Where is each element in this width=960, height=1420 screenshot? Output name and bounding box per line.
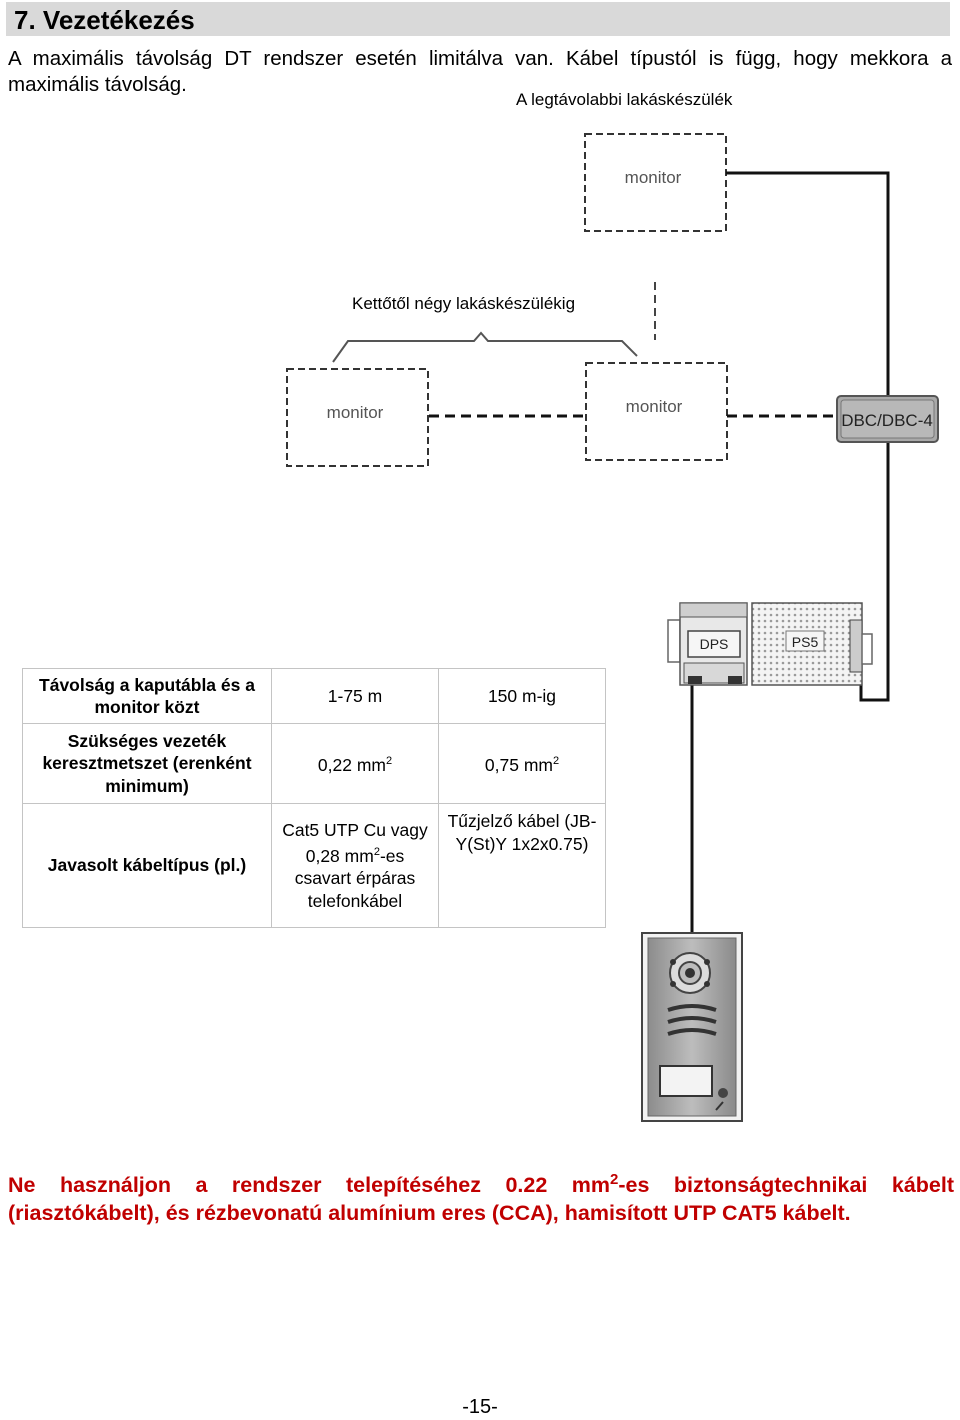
power-supply-dps: DPS xyxy=(667,602,748,686)
warning-paragraph: Ne használjon a rendszer telepítéséhez 0… xyxy=(8,1166,954,1227)
cell-distance-short: 1-75 m xyxy=(271,668,439,724)
power-supply-ps5: PS5 xyxy=(751,602,873,686)
cell-distance-long: 150 m-ig xyxy=(438,668,606,724)
monitor-left-label: monitor xyxy=(327,403,384,422)
dps-label: DPS xyxy=(700,636,729,652)
monitor-left-unit: monitor xyxy=(286,368,429,467)
label-two-to-four-units: Kettőtől négy lakáskészülékig xyxy=(352,294,576,313)
superscript: 2 xyxy=(552,755,560,768)
ps5-label: PS5 xyxy=(792,634,819,650)
door-panel-unit xyxy=(641,932,743,1122)
warning-text: Ne használjon a rendszer telepítéséhez 0… xyxy=(8,1173,610,1198)
cell-text: 0,22 mm xyxy=(317,755,386,776)
cell-cross-section-short: 0,22 mm2 xyxy=(271,723,439,804)
monitor-top-label: monitor xyxy=(625,168,682,187)
monitor-mid-unit: monitor xyxy=(585,362,728,461)
superscript: 2 xyxy=(373,846,380,859)
cell-cable-type-long: Tűzjelző kábel (JB-Y(St)Y 1x2x0.75) xyxy=(438,803,606,928)
warning-superscript: 2 xyxy=(610,1171,619,1188)
table-row-distance: Távolság a kaputábla és a monitor közt 1… xyxy=(22,668,606,724)
cell-text: 0,75 mm xyxy=(484,755,553,776)
wiring-diagram: monitor monitor monitor DBC/DBC-4 DPS PS… xyxy=(286,133,939,1122)
warning-text-continued: -es biztonságtechnikai kábelt (riasztóká… xyxy=(8,1173,954,1225)
row-header-cable-type: Javasolt kábeltípus (pl.) xyxy=(22,803,272,928)
cell-cross-section-long: 0,75 mm2 xyxy=(438,723,606,804)
table-row-cable-type: Javasolt kábeltípus (pl.) Cat5 UTP Cu va… xyxy=(22,803,606,928)
monitor-mid-label: monitor xyxy=(626,397,683,416)
cable-distributor-to-power xyxy=(859,440,890,702)
cell-cable-type-short: Cat5 UTP Cu vagy 0,28 mm2-es csavart érp… xyxy=(271,803,439,928)
cable-spec-table: Távolság a kaputábla és a monitor közt 1… xyxy=(22,668,606,928)
superscript: 2 xyxy=(385,755,393,768)
cell-text-continued: -es csavart érpáras telefonkábel xyxy=(294,845,416,911)
table-row-cross-section: Szükséges vezeték keresztmetszet (erenké… xyxy=(22,723,606,804)
group-bracket xyxy=(332,331,638,363)
distributor-label: DBC/DBC-4 xyxy=(841,411,933,430)
row-header-distance: Távolság a kaputábla és a monitor közt xyxy=(22,668,272,724)
distributor-unit: DBC/DBC-4 xyxy=(836,395,939,443)
page-number: -15- xyxy=(462,1396,498,1418)
section-title-bar: 7. Vezetékezés xyxy=(6,2,950,36)
label-farthest-unit: A legtávolabbi lakáskészülék xyxy=(516,90,733,109)
monitor-top-unit: monitor xyxy=(584,133,727,232)
intro-paragraph: A maximális távolság DT rendszer esetén … xyxy=(8,47,952,96)
row-header-cross-section: Szükséges vezeték keresztmetszet (erenké… xyxy=(22,723,272,804)
cable-top-monitor xyxy=(726,171,890,399)
cell-text: Cat5 UTP Cu vagy 0,28 mm xyxy=(282,819,428,866)
section-title: 7. Vezetékezés xyxy=(14,5,195,35)
